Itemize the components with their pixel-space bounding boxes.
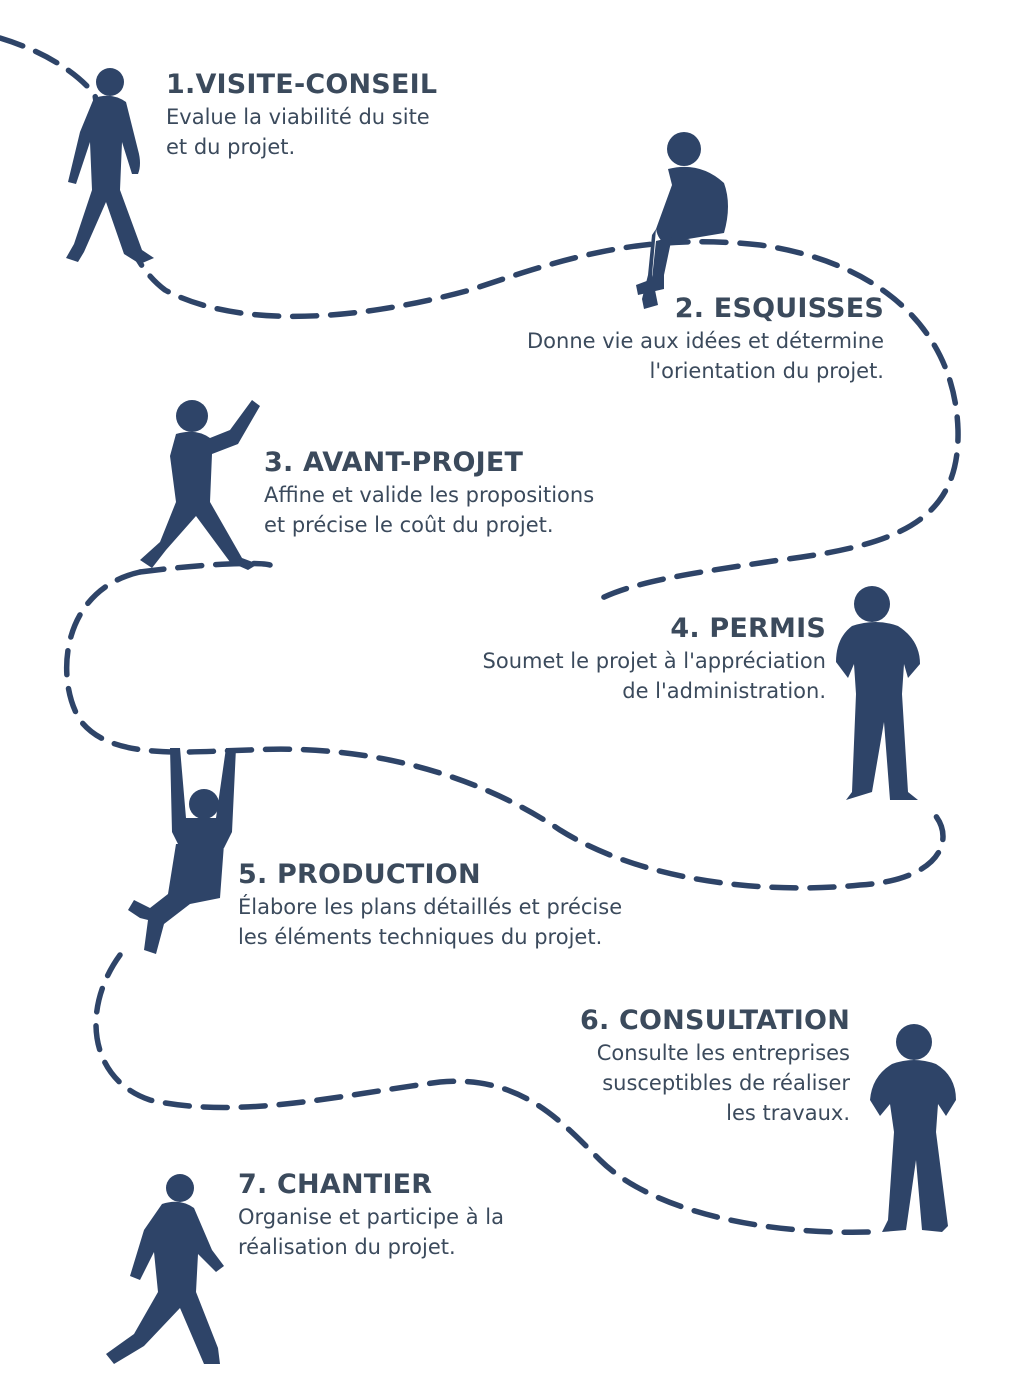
step-5: 5. PRODUCTION Élabore les plans détaillé… [238,858,622,952]
step-2-line-1: Donne vie aux idées et détermine [526,329,884,353]
walking-person-icon [106,1174,224,1364]
step-3-line-1: Affine et valide les propositions [264,483,595,507]
step-6: 6. CONSULTATION Consulte les entreprises… [580,1004,850,1128]
step-7-line-2: réalisation du projet. [238,1235,456,1259]
step-6-line-2: susceptibles de réaliser [602,1071,850,1095]
step-3-line-2: et précise le coût du projet. [264,513,554,537]
step-7-line-1: Organise et participe à la [238,1205,504,1229]
step-6-line-3: les travaux. [726,1101,850,1125]
step-5-line-1: Élabore les plans détaillés et précise [238,895,623,919]
climbing-person-icon [140,400,260,570]
step-4-title: 4. PERMIS [670,613,826,644]
step-1: 1.VISITE-CONSEIL Evalue la viabilité du … [166,68,437,162]
hands-on-hips-person-icon [870,1024,956,1232]
step-2-line-2: l'orientation du projet. [649,359,885,383]
step-7-title: 7. CHANTIER [238,1169,433,1200]
hanging-person-icon [128,748,236,954]
step-5-title: 5. PRODUCTION [238,859,481,890]
standing-person-icon [836,586,920,800]
step-5-line-2: les éléments techniques du projet. [238,925,603,949]
step-3-title: 3. AVANT-PROJET [264,447,524,478]
step-7: 7. CHANTIER Organise et participe à la r… [238,1168,504,1262]
step-6-title: 6. CONSULTATION [579,1005,850,1036]
step-2: 2. ESQUISSES Donne vie aux idées et déte… [527,292,884,386]
thinking-seated-person-icon [636,132,728,309]
step-2-title: 2. ESQUISSES [674,293,884,324]
step-1-line-1: Evalue la viabilité du site [166,105,430,129]
step-4-line-1: Soumet le projet à l'appréciation [482,649,826,673]
step-4-line-2: de l'administration. [622,679,826,703]
step-6-line-1: Consulte les entreprises [596,1041,850,1065]
step-1-title: 1.VISITE-CONSEIL [166,69,438,100]
step-4: 4. PERMIS Soumet le projet à l'appréciat… [483,612,826,706]
step-3: 3. AVANT-PROJET Affine et valide les pro… [264,446,594,540]
walking-person-icon [66,68,154,264]
step-1-line-2: et du projet. [166,135,296,159]
